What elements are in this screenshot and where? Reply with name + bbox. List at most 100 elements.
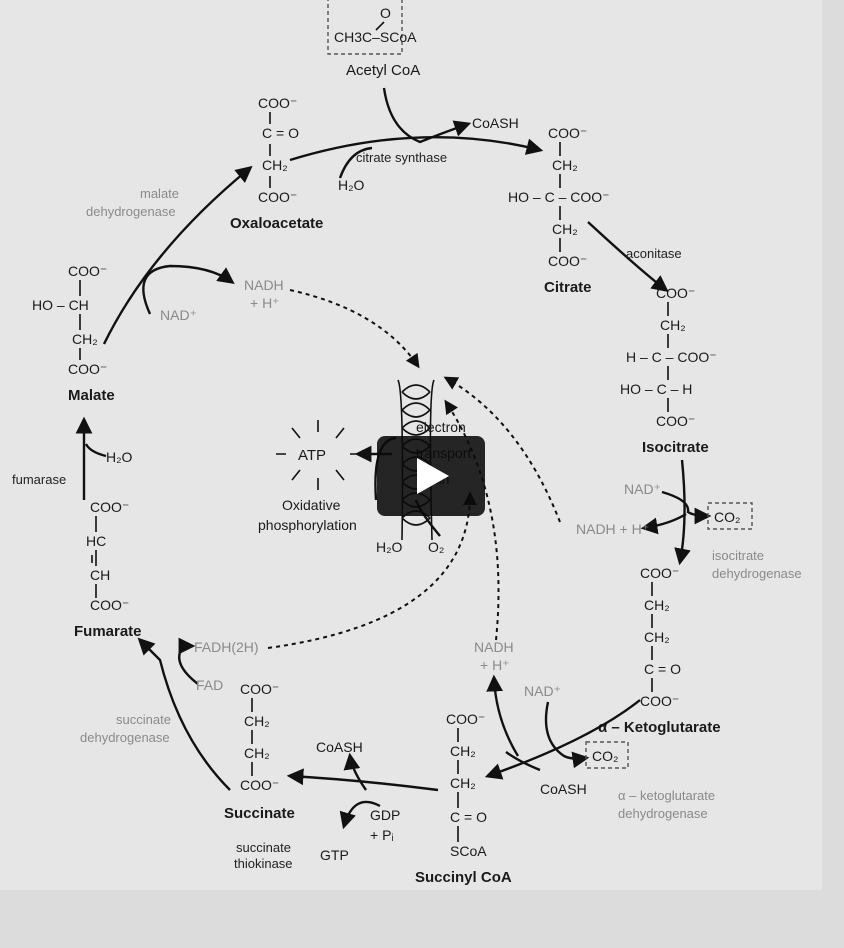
isocitrate-line-3: H – C – COO⁻ (626, 349, 717, 365)
oxphos-1: Oxidative (282, 497, 341, 513)
citrate-line-1: COO⁻ (548, 125, 587, 141)
enzyme-citrate-synthase: citrate synthase (356, 150, 447, 165)
arrow-akg-to-succcoa (484, 699, 641, 780)
double-bond (375, 21, 385, 31)
arrow-nadh-out (640, 512, 687, 535)
arrow-fad-to-fadh2 (178, 637, 199, 685)
nadh-isocitrate: NADH + H⁺ (576, 521, 649, 537)
akg-line-4: C = O (644, 661, 681, 677)
fumarate-line-3: CH (90, 567, 110, 583)
isocitrate-label: Isocitrate (642, 439, 709, 456)
fumarate-line-2: HC (86, 533, 106, 549)
acetyl-group-box (327, 0, 403, 55)
citrate-line-2: CH₂ (552, 157, 578, 173)
succinyl-coa: COO⁻ CH₂ CH₂ C = O SCoA Succinyl CoA (415, 711, 512, 886)
akg-line-5: COO⁻ (640, 693, 679, 709)
arrow-water-in (338, 146, 373, 179)
enzyme-akg-dh-1: α – ketoglutarate (618, 788, 715, 803)
enzyme-thiokinase-2: thiokinase (234, 856, 293, 871)
etc-line-1: electron (416, 419, 466, 435)
play-button[interactable] (377, 436, 485, 516)
citrate-line-5: COO⁻ (548, 253, 587, 269)
nadh-akg-1: NADH (474, 639, 514, 655)
succinate-line-1: COO⁻ (240, 681, 279, 697)
succcoa-line-4: C = O (450, 809, 487, 825)
co2-isocitrate: CO₂ (714, 509, 740, 525)
enzyme-isocitrate-dh-2: dehydrogenase (712, 566, 802, 581)
arrow-oaa-to-citrate (289, 135, 544, 162)
arrow-isocitrate-to-akg (674, 459, 691, 566)
malate-line-3: CH₂ (72, 331, 98, 347)
etc-h2o: H₂O (376, 539, 403, 555)
succinate-line-4: COO⁻ (240, 777, 279, 793)
arrow-coash-out (343, 752, 367, 791)
succinate-label: Succinate (224, 805, 295, 822)
play-icon (417, 458, 449, 494)
fumarate-label: Fumarate (74, 623, 142, 640)
arrow-coash-akg (505, 751, 541, 772)
arrow-malate-to-oaa (102, 165, 253, 345)
co2-box-isocitrate (707, 502, 753, 530)
arrow-nad-malate (142, 264, 235, 315)
malate-label: Malate (68, 387, 115, 404)
akg-line-3: CH₂ (644, 629, 670, 645)
nad-malate: NAD⁺ (160, 307, 197, 323)
pi: + Pᵢ (370, 827, 394, 843)
citrate-label: Citrate (544, 279, 592, 296)
citrate-line-3: HO – C – COO⁻ (508, 189, 610, 205)
oxaloacetate-label: Oxaloacetate (230, 215, 323, 232)
isocitrate-line-2: CH₂ (660, 317, 686, 333)
acetyl-coa-label: Acetyl CoA (346, 62, 420, 79)
coash-akg: CoASH (540, 781, 587, 797)
succcoa-line-3: CH₂ (450, 775, 476, 791)
citrate-line-4: CH₂ (552, 221, 578, 237)
oaa-line-1: COO⁻ (258, 95, 297, 111)
oxphos-2: phosphorylation (258, 517, 357, 533)
cofactor-labels: CoASH H₂O NAD⁺ CO₂ NADH + H⁺ NAD⁺ CO₂ NA… (106, 115, 740, 863)
enzyme-thiokinase-1: succinate (236, 840, 291, 855)
arrow-succinate-to-fumarate (137, 637, 231, 791)
gdp: GDP (370, 807, 400, 823)
enzyme-malate-dh-1: malate (140, 186, 179, 201)
oaa-line-3: CH₂ (262, 157, 288, 173)
arrow-nad-co2 (661, 490, 712, 525)
succinate-line-3: CH₂ (244, 745, 270, 761)
enzyme-fumarase: fumarase (12, 472, 66, 487)
malate-line-4: COO⁻ (68, 361, 107, 377)
arrow-nad-co2-akg (544, 701, 590, 769)
alpha-ketoglutarate: COO⁻ CH₂ CH₂ C = O COO⁻ α – Ketoglutarat… (598, 565, 721, 736)
nad-isocitrate: NAD⁺ (624, 481, 661, 497)
dash-akg-nadh (444, 399, 500, 641)
succcoa-line-1: COO⁻ (446, 711, 485, 727)
malate-line-2: HO – CH (32, 297, 89, 313)
oxaloacetate: COO⁻ C = O CH₂ COO⁻ Oxaloacetate (230, 95, 323, 232)
akg-label: α – Ketoglutarate (598, 719, 721, 736)
fadh2: FADH(2H) (194, 639, 259, 655)
nadh-akg-2: + H⁺ (480, 657, 510, 673)
citrate: COO⁻ CH₂ HO – C – COO⁻ CH₂ COO⁻ Citrate (508, 125, 610, 296)
arrow-nadh-akg (486, 674, 520, 757)
akg-line-1: COO⁻ (640, 565, 679, 581)
cycle-arrows (75, 87, 712, 830)
isocitrate-line-4: HO – C – H (620, 381, 692, 397)
succinate-line-2: CH₂ (244, 713, 270, 729)
acetyl-coa: O CH3C–SCoA Acetyl CoA (327, 0, 420, 79)
succcoa-line-2: CH₂ (450, 743, 476, 759)
isocitrate-line-5: COO⁻ (656, 413, 695, 429)
enzyme-labels: citrate synthase aconitase isocitrate de… (12, 150, 802, 871)
atp-burst-icon (276, 420, 360, 490)
oaa-line-2: C = O (262, 125, 299, 141)
enzyme-succinate-dh-1: succinate (116, 712, 171, 727)
nad-akg: NAD⁺ (524, 683, 561, 699)
isocitrate: COO⁻ CH₂ H – C – COO⁻ HO – C – H COO⁻ Is… (620, 285, 717, 456)
gtp: GTP (320, 847, 349, 863)
etc-o2: O₂ (428, 539, 444, 555)
atp-label: ATP (298, 447, 326, 464)
bond-lines (79, 112, 669, 842)
enzyme-succinate-dh-2: dehydrogenase (80, 730, 170, 745)
h2o-fumarase: H₂O (106, 449, 133, 465)
oaa-line-4: COO⁻ (258, 189, 297, 205)
dash-isocitrate-nadh (443, 376, 561, 523)
fumarate-line-1: COO⁻ (90, 499, 129, 515)
